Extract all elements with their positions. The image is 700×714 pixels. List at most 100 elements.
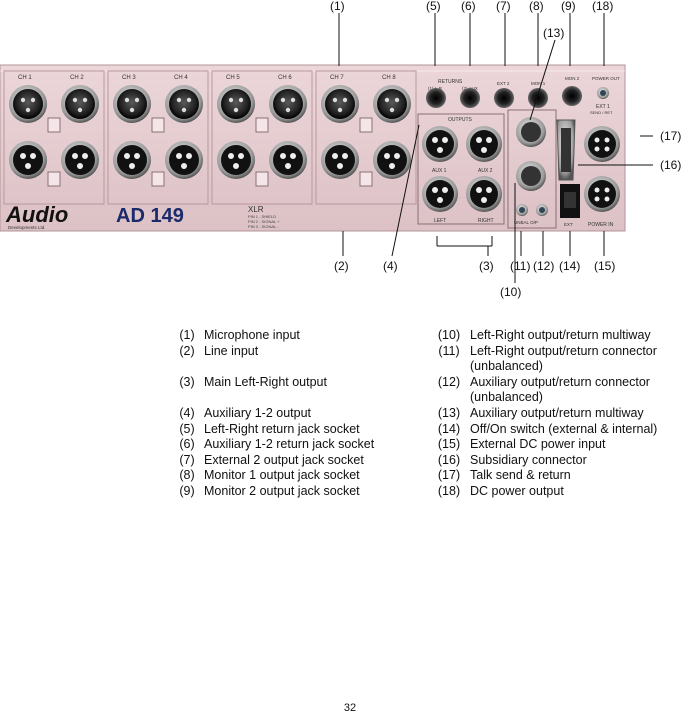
callout-label: (14) (559, 259, 581, 273)
legend-text: Off/On switch (external & internal) (470, 421, 658, 436)
callout-label: (18) (592, 0, 614, 13)
callout-label: (9) (561, 0, 576, 13)
legend-text: Auxiliary 1-2 return jack socket (204, 437, 375, 452)
outputs-label: OUTPUTS (448, 117, 473, 123)
callout-label: (7) (496, 0, 511, 13)
brand-subtitle: Developments Ltd. (8, 225, 46, 230)
ext-label: EXT (564, 222, 573, 227)
ext1-label: EXT 1 (596, 104, 610, 110)
power-in-connector (584, 176, 620, 212)
legend-text: Auxiliary 1-2 output (204, 405, 312, 420)
legend-text: External DC power input (470, 437, 606, 452)
legend-number: (12) (437, 374, 461, 389)
legend-number: (3) (179, 374, 195, 389)
legend-number: (11) (438, 343, 460, 358)
legend-text: External 2 output jack socket (204, 452, 364, 467)
callout-label: (16) (660, 158, 682, 172)
channel-label: CH 4 (174, 75, 188, 81)
legend-text: Left-Right output/return multiway (470, 328, 651, 342)
callout-label: (6) (461, 0, 476, 13)
lr-return-jack (426, 88, 446, 108)
unbal-label: UNBAL O/P (514, 220, 538, 225)
callout-label: (17) (660, 129, 682, 143)
callout-label: (2) (334, 259, 349, 273)
callout-label: (8) (529, 0, 544, 13)
leader-lines (338, 13, 653, 283)
channel-label: CH 5 (226, 75, 240, 81)
xlr-pin: PIN 2 - SIGNAL + (248, 219, 280, 224)
legend-number: (5) (179, 421, 195, 436)
legend-text: Left-Right return jack socket (204, 421, 360, 436)
legend-text: Auxiliary output/return multiway (470, 405, 644, 420)
component-legend: (1) Microphone input (10) Left-Right outpu… (170, 328, 700, 500)
page-number: 32 (343, 702, 357, 714)
input-module-frames (3, 70, 417, 205)
channel-labels: CH 1 CH 2 CH 3 CH 4 CH 5 CH 6 CH 7 CH 8 (18, 75, 396, 81)
legend-number: (7) (179, 452, 195, 467)
channel-label: CH 2 (70, 75, 84, 81)
channel-label: CH 3 (122, 75, 136, 81)
callout-label: (5) (426, 0, 441, 13)
mon1-label: MON 1 (531, 81, 546, 86)
model-number: AD 149 (116, 205, 184, 227)
legend-row: (7)External 2 output jack socket (16)Sub… (170, 453, 700, 469)
aux1-label: AUX 1 (432, 168, 447, 174)
legend-text: Left-Right output/return connector (unba… (470, 343, 657, 374)
legend-number: (8) (179, 468, 195, 483)
brand-logo: Audio Developments Ltd. (5, 202, 68, 230)
legend-text: Talk send & return (470, 468, 571, 483)
xlr-title: XLR (248, 205, 264, 214)
xlr-pin: PIN 1 - SHIELD (248, 214, 276, 219)
right-label: RIGHT (478, 218, 494, 224)
callout-label: (4) (383, 259, 398, 273)
mon2-output-jack (562, 86, 582, 106)
multiway-module: UNBAL O/P (507, 109, 557, 229)
aux-return-jack (460, 88, 480, 108)
left-output-xlr (422, 176, 458, 212)
line-input-connectors (9, 141, 411, 179)
right-output-xlr (466, 176, 502, 212)
callout-label: (13) (543, 26, 565, 40)
legend-number: (1) (179, 328, 195, 342)
brand-name: Audio (5, 202, 68, 227)
rear-panel-figure: CH 1 CH 2 CH 3 CH 4 CH 5 CH 6 CH 7 CH 8 (0, 0, 700, 300)
rear-panel-drawing: CH 1 CH 2 CH 3 CH 4 CH 5 CH 6 CH 7 CH 8 (0, 13, 653, 283)
ext2-output-jack (494, 88, 514, 108)
ext1-sub-label: SEND / RET (590, 110, 613, 115)
legend-number: (18) (437, 483, 461, 498)
callout-label: (12) (533, 259, 555, 273)
legend-text: Auxiliary output/return connector (unbal… (470, 374, 650, 405)
xlr-pinout: XLR PIN 1 - SHIELD PIN 2 - SIGNAL + PIN … (248, 205, 280, 229)
legend-number: (10) (437, 328, 461, 342)
power-in-label: POWER IN (588, 222, 614, 228)
legend-number: (9) (179, 483, 195, 498)
callout-label: (1) (330, 0, 345, 13)
left-label: LEFT (434, 218, 446, 224)
callout-label: (10) (500, 285, 522, 299)
legend-number: (15) (437, 437, 461, 452)
mon1-output-jack (528, 88, 548, 108)
channel-label: CH 7 (330, 75, 344, 81)
channel-label: CH 8 (382, 75, 396, 81)
legend-text: Microphone input (204, 328, 300, 342)
returns-label: RETURNS (438, 79, 463, 85)
legend-row: (9) Monitor 2 output jack socket (18) DC p… (170, 484, 700, 500)
legend-text: Monitor 2 output jack socket (204, 483, 360, 498)
xlr-pin: PIN 3 - SIGNAL - (248, 224, 279, 229)
legend-number: (17) (437, 468, 461, 483)
mic-input-connectors (9, 85, 411, 123)
callout-label: (3) (479, 259, 494, 273)
aux2-label: AUX 2 (478, 168, 493, 174)
legend-row: (2) Line input (11) Left-Right output/retu… (170, 344, 700, 375)
legend-number: (2) (179, 343, 195, 358)
legend-text: Line input (204, 343, 259, 358)
legend-row: (4)Auxiliary 1-2 output (13)Auxiliary ou… (170, 406, 700, 422)
legend-number: (14) (437, 421, 461, 436)
legend-row: (8)Monitor 1 output jack socket (17)Talk… (170, 468, 700, 484)
aux2-output-xlr (466, 126, 502, 162)
callout-label: (15) (594, 259, 616, 273)
legend-row: (6)Auxiliary 1-2 return jack socket (15)… (170, 437, 700, 453)
legend-text: DC power output (470, 483, 564, 498)
legend-row: (1) Microphone input (10) Left-Right outpu… (170, 328, 700, 344)
channel-label: CH 1 (18, 75, 32, 81)
